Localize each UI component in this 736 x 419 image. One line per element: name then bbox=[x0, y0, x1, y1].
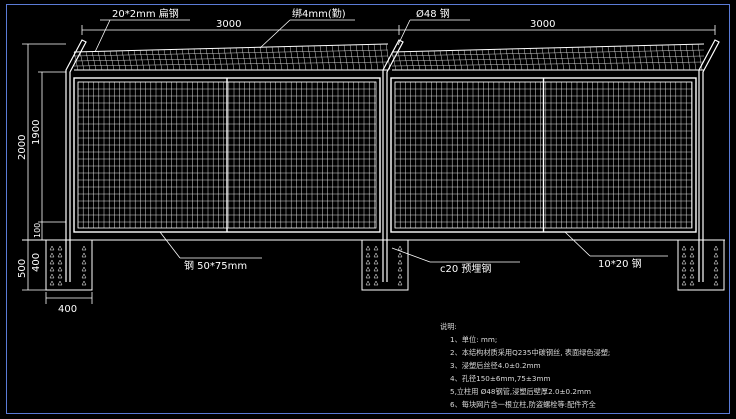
foundation-right bbox=[677, 239, 725, 291]
top-dimension bbox=[81, 19, 716, 53]
bottom-leaders bbox=[159, 231, 668, 263]
note-item: 1、单位: mm; bbox=[450, 335, 498, 344]
left-dimension bbox=[22, 43, 93, 304]
label-dim-400: 400 bbox=[31, 253, 42, 272]
label-dim-100: 100 bbox=[33, 223, 42, 238]
note-item: 2、本结构材质采用Q235中碳钢丝, 表面绿色浸塑; bbox=[450, 348, 611, 357]
label-base: c20 预埋钢 bbox=[440, 262, 491, 275]
label-frame-bar: 10*20 钢 bbox=[598, 257, 642, 270]
mesh-panel-right bbox=[390, 77, 697, 233]
label-wire: 绑4mm(勤) bbox=[292, 7, 346, 20]
label-mesh: 钢 50*75mm bbox=[184, 259, 247, 272]
note-item: 6、每块网片含一根立柱,防盗螺栓等:配件齐全 bbox=[450, 400, 596, 409]
mesh-panel-left bbox=[73, 77, 381, 233]
foundation-middle bbox=[361, 239, 409, 291]
post-middle bbox=[382, 39, 404, 282]
label-post: Ø48 钢 bbox=[416, 7, 450, 20]
foundation-left bbox=[45, 239, 93, 291]
label-span-right: 3000 bbox=[530, 19, 555, 30]
label-dim-500: 500 bbox=[17, 259, 28, 278]
label-dim-400-bottom: 400 bbox=[58, 304, 77, 315]
note-item: 3、浸塑后丝径4.0±0.2mm bbox=[450, 361, 541, 370]
notes-title: 说明: bbox=[440, 322, 457, 331]
label-dim-2000: 2000 bbox=[17, 135, 28, 160]
note-item: 4、孔径150±6mm,75±3mm bbox=[450, 374, 551, 383]
label-span-left: 3000 bbox=[216, 19, 241, 30]
post-right bbox=[698, 39, 720, 282]
top-bend-mesh bbox=[73, 43, 705, 71]
note-item: 5,立柱用 Ø48钢管,浸塑后壁厚2.0±0.2mm bbox=[450, 387, 591, 396]
label-dim-1900: 1900 bbox=[31, 120, 42, 145]
notes-block: 说明: 1、单位: mm; 2、本结构材质采用Q235中碳钢丝, 表面绿色浸塑;… bbox=[440, 320, 730, 411]
foundation-hatch bbox=[49, 245, 719, 286]
label-flat-bar: 20*2mm 扁钢 bbox=[112, 7, 179, 20]
drawing-frame bbox=[6, 4, 730, 414]
post-left bbox=[65, 39, 87, 282]
